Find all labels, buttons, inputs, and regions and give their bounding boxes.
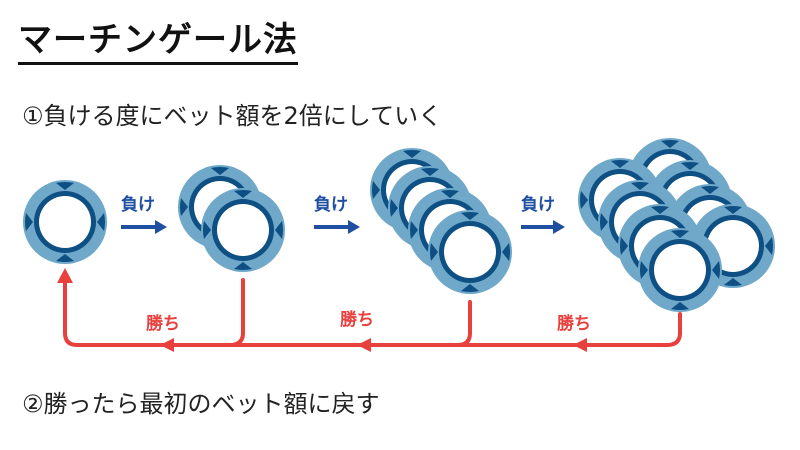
win-label: 勝ち [557, 313, 591, 334]
lose-label: 負け [314, 195, 348, 215]
lose-label: 負け [121, 195, 155, 215]
win-arrowhead [573, 338, 587, 352]
win-return-path [63, 276, 682, 347]
step-1-text: ①負ける度にベット額を2倍にしていく [22, 102, 443, 130]
page-title: マーチンゲール法 [18, 18, 298, 65]
chip [201, 188, 285, 272]
lose-arrow-2: 負け [314, 195, 360, 234]
win-label: 勝ち [340, 309, 374, 330]
chip [428, 210, 512, 294]
chip-stack-3 [370, 148, 512, 294]
chip [638, 228, 722, 312]
win-label: 勝ち [146, 313, 180, 334]
win-arrowhead-return [57, 268, 73, 283]
win-arrowhead [160, 338, 174, 352]
chip [23, 180, 107, 264]
chip-stack-2 [178, 165, 285, 272]
chip-stack-1 [23, 180, 107, 264]
step-2-text: ②勝ったら最初のベット額に戻す [22, 390, 380, 418]
lose-arrow-1: 負け [121, 195, 167, 234]
chip-stack-4 [578, 138, 775, 312]
lose-arrow-3: 負け [521, 195, 565, 234]
win-arrowhead [357, 338, 371, 352]
lose-label: 負け [521, 195, 555, 215]
